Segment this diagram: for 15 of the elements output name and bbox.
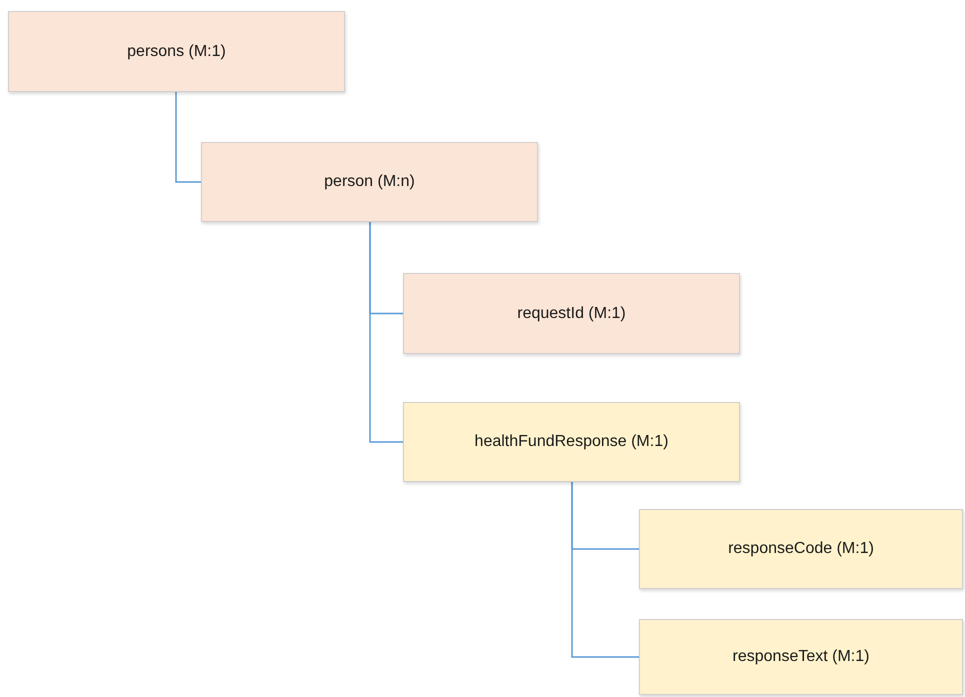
tree-node-box xyxy=(403,402,740,482)
node-label: responseCode (M:1) xyxy=(728,540,874,558)
tree-node-box xyxy=(639,509,963,589)
tree-node-box xyxy=(639,619,963,695)
tree-node-box xyxy=(403,273,740,354)
tree-node-box xyxy=(201,142,538,222)
connector-line xyxy=(369,222,403,443)
node-label: requestId (M:1) xyxy=(517,304,626,322)
connector-line xyxy=(571,482,639,658)
node-label: healthFundResponse (M:1) xyxy=(474,433,668,451)
node-label: persons (M:1) xyxy=(127,42,226,60)
node-label: person (M:n) xyxy=(324,173,415,191)
node-label: responseText (M:1) xyxy=(732,648,870,666)
connector-line xyxy=(175,92,201,183)
tree-node-box xyxy=(8,11,345,92)
